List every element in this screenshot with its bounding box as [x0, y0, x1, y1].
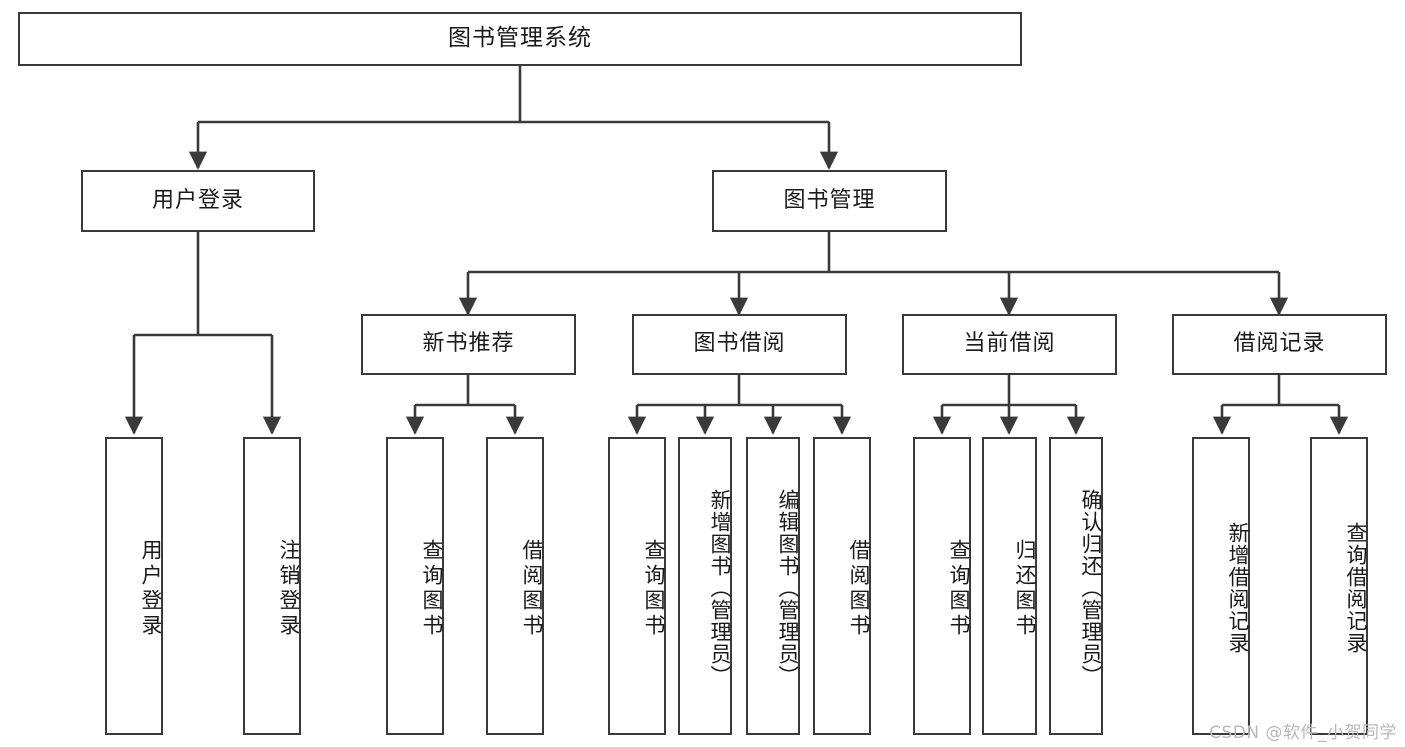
node-borrow-record[interactable]: 借阅记录 [1172, 314, 1387, 375]
leaf-new-book-query[interactable]: 查询图书 [386, 437, 444, 735]
node-book-borrow[interactable]: 图书借阅 [632, 314, 847, 375]
leaf-user-login-logout[interactable]: 注销登录 [243, 437, 301, 735]
node-label: 查询借阅记录 [1344, 522, 1368, 654]
node-user-login[interactable]: 用户登录 [81, 170, 315, 232]
leaf-current-borrow-return[interactable]: 归还图书 [982, 437, 1037, 735]
node-label: 编辑图书（管理员） [776, 489, 800, 687]
node-label: 借阅记录 [1233, 331, 1326, 357]
leaf-current-borrow-query[interactable]: 查询图书 [913, 437, 971, 735]
node-current-borrow[interactable]: 当前借阅 [902, 314, 1117, 375]
node-root-system[interactable]: 图书管理系统 [18, 12, 1022, 66]
leaf-book-borrow-borrow[interactable]: 借阅图书 [813, 437, 871, 735]
node-label: 借阅图书 [847, 539, 871, 639]
node-label: 用户登录 [151, 187, 244, 213]
node-label: 用户登录 [139, 539, 163, 639]
leaf-new-book-borrow[interactable]: 借阅图书 [486, 437, 544, 735]
leaf-user-login-login[interactable]: 用户登录 [105, 437, 163, 735]
node-label: 图书管理系统 [448, 25, 592, 52]
node-label: 新增图书（管理员） [708, 489, 732, 687]
leaf-borrow-record-query[interactable]: 查询借阅记录 [1310, 437, 1368, 735]
node-label: 图书借阅 [693, 331, 786, 357]
node-label: 确认归还（管理员） [1079, 489, 1103, 687]
node-label: 注销登录 [277, 539, 301, 639]
leaf-borrow-record-add[interactable]: 新增借阅记录 [1192, 437, 1250, 735]
node-label: 查询图书 [642, 539, 666, 639]
node-label: 归还图书 [1013, 539, 1037, 639]
node-book-management[interactable]: 图书管理 [712, 170, 947, 232]
node-label: 借阅图书 [520, 539, 544, 639]
node-new-book-recommend[interactable]: 新书推荐 [361, 314, 576, 375]
node-label: 当前借阅 [963, 331, 1056, 357]
leaf-book-borrow-add[interactable]: 新增图书（管理员） [678, 437, 732, 735]
node-label: 查询图书 [947, 539, 971, 639]
leaf-current-borrow-confirm[interactable]: 确认归还（管理员） [1049, 437, 1103, 735]
node-label: 查询图书 [420, 539, 444, 639]
node-label: 新书推荐 [422, 331, 515, 357]
node-label: 图书管理 [783, 187, 876, 213]
leaf-book-borrow-edit[interactable]: 编辑图书（管理员） [746, 437, 800, 735]
leaf-book-borrow-query[interactable]: 查询图书 [608, 437, 666, 735]
node-label: 新增借阅记录 [1226, 522, 1250, 654]
